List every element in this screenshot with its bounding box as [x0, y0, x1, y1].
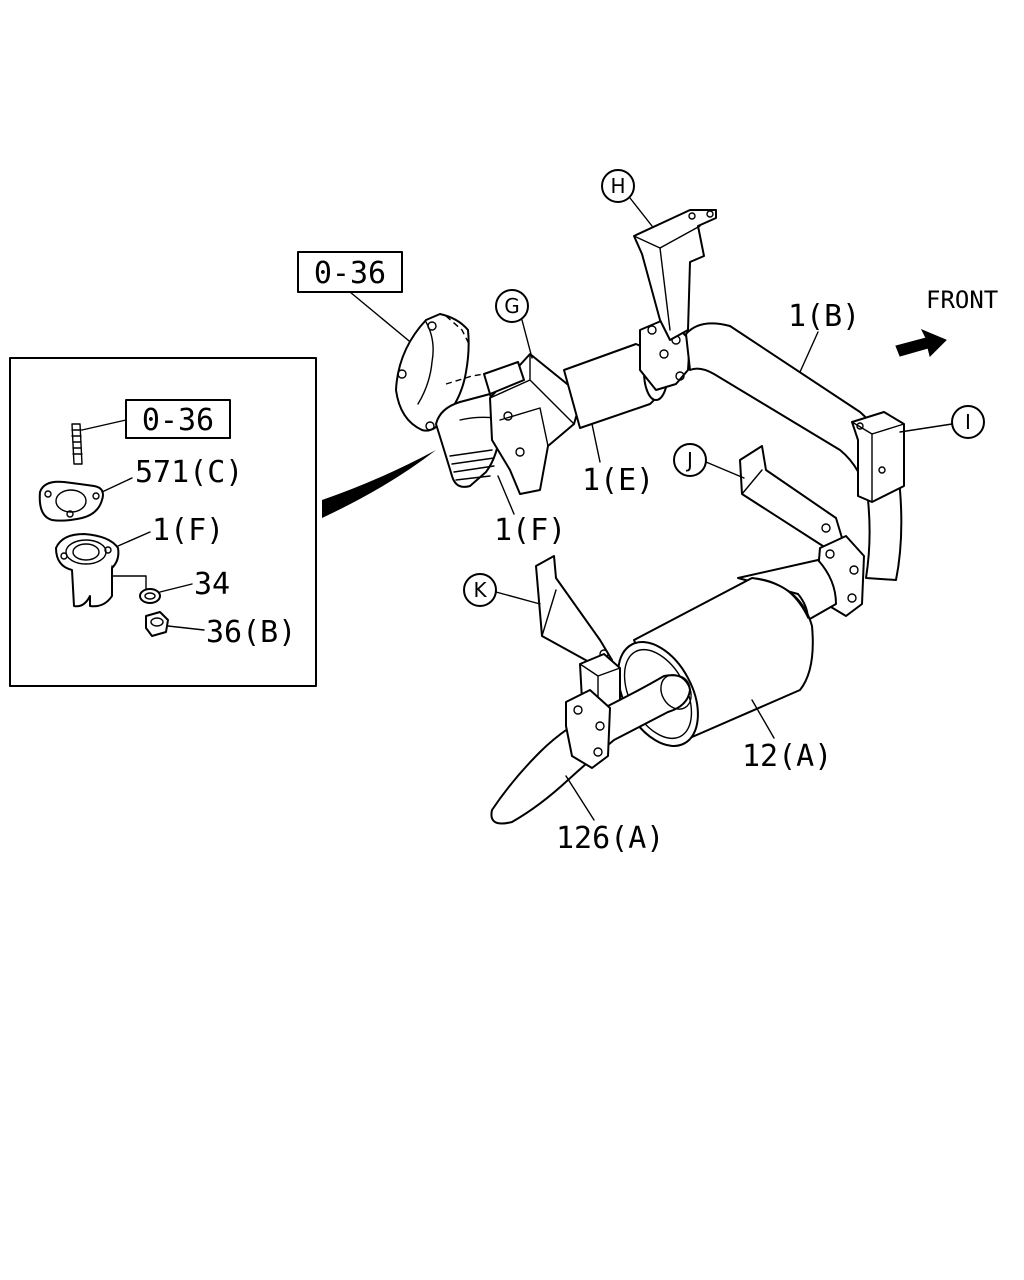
bracket-k: [535, 555, 613, 669]
label-1f-inset: 1(F): [152, 513, 224, 548]
label-36b: 36(B): [206, 615, 296, 650]
nut-36b: [145, 611, 205, 637]
callout-i-text: I: [965, 410, 971, 434]
inset-ref-box: [125, 399, 231, 439]
label-12a: 12(A): [742, 739, 832, 774]
gasket-571c: [38, 477, 133, 522]
label-1b: 1(B): [788, 299, 860, 334]
bracket-j: [739, 445, 843, 549]
callout-g-text: G: [504, 294, 520, 318]
front-arrow-icon: [895, 329, 947, 357]
washer-34: [139, 583, 193, 604]
label-571c: 571(C): [135, 455, 243, 490]
callout-j-text: J: [685, 448, 693, 472]
callout-h-text: H: [610, 174, 625, 198]
bracket-h: [633, 209, 717, 341]
manifold-flange: [395, 313, 497, 432]
muffler-12a: [617, 559, 837, 747]
bracket-g: [483, 353, 583, 495]
label-1e: 1(E): [582, 463, 654, 498]
callout-j: [673, 443, 707, 477]
pipe-1b: [685, 322, 903, 581]
flange-1f: [55, 531, 151, 608]
flange-joint-tail: [565, 689, 611, 769]
inset-ref-text: 0-36: [142, 403, 214, 438]
label-126a: 126(A): [556, 821, 664, 856]
label-1f-main: 1(F): [494, 513, 566, 548]
main-ref-leader: [349, 291, 421, 351]
inset-pointer-wedge: [322, 450, 436, 518]
main-ref-text: 0-36: [314, 256, 386, 291]
stud-bolt: [71, 419, 127, 465]
callout-h: [601, 169, 635, 203]
label-34: 34: [194, 567, 230, 602]
callout-k: [463, 573, 497, 607]
callout-k-text: K: [473, 578, 487, 602]
bracket-i: [851, 411, 905, 503]
inset-detail: 0-36 571(C) 1(F) 34: [9, 357, 317, 687]
front-label: FRONT: [926, 286, 998, 314]
callout-i: [951, 405, 985, 439]
callout-g: [495, 289, 529, 323]
main-ref-box: [297, 251, 403, 293]
